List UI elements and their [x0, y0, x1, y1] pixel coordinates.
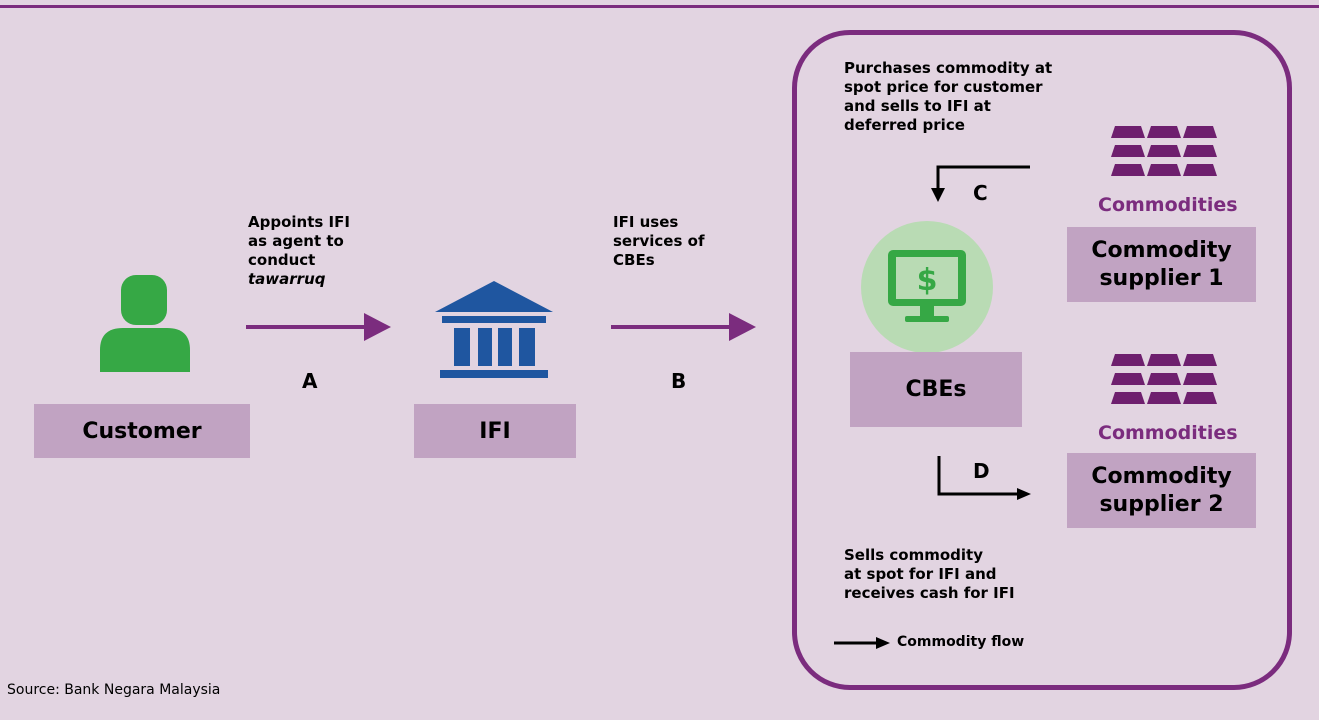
flow-b-line-2: services of [613, 232, 705, 250]
customer-label: Customer [82, 418, 202, 444]
cbes-box: CBEs [850, 352, 1022, 427]
flow-b-line-1: IFI uses [613, 213, 679, 231]
flow-a-letter: A [302, 369, 318, 393]
supplier-1-label: Commodity supplier 1 [1091, 237, 1232, 291]
flow-b-line-3: CBEs [613, 251, 655, 269]
flow-c-letter: C [973, 181, 988, 205]
supplier-2-box: Commodity supplier 2 [1067, 453, 1256, 528]
commodities-label-1: Commodities [1098, 194, 1238, 216]
flow-a-line-4: tawarruq [248, 270, 326, 288]
supplier-2-label: Commodity supplier 2 [1091, 463, 1232, 517]
customer-icon [95, 270, 195, 375]
flow-d-text: Sells commodity at spot for IFI and rece… [844, 546, 1015, 603]
legend-label: Commodity flow [897, 634, 1025, 650]
flow-b-arrow [611, 312, 757, 342]
legend-arrow [834, 636, 890, 650]
flow-d-line-2: at spot for IFI and [844, 565, 997, 583]
cbes-label: CBEs [905, 377, 967, 402]
supplier-1-box: Commodity supplier 1 [1067, 227, 1256, 302]
flow-a-arrow [246, 312, 392, 342]
cbe-frame [792, 30, 1292, 690]
flow-c-text: Purchases commodity at spot price for cu… [844, 59, 1052, 135]
customer-box: Customer [34, 404, 250, 458]
commodities-label-2: Commodities [1098, 422, 1238, 444]
flow-b-text: IFI uses services of CBEs [613, 213, 704, 270]
flow-d-line-3: receives cash for IFI [844, 584, 1015, 602]
ifi-box: IFI [414, 404, 576, 458]
top-rule [0, 5, 1319, 8]
gold-bars-icon [1111, 124, 1219, 184]
flow-a-line-1: Appoints IFI [248, 213, 350, 231]
flow-a-line-3: conduct [248, 251, 316, 269]
flow-a-text: Appoints IFI as agent to conduct tawarru… [248, 213, 350, 289]
flow-c-line-3: and sells to IFI at [844, 97, 991, 115]
ifi-label: IFI [479, 418, 511, 444]
flow-c-line-1: Purchases commodity at [844, 59, 1053, 77]
bank-icon [432, 278, 556, 386]
flow-d-letter: D [973, 459, 990, 483]
gold-bars-icon [1111, 352, 1219, 412]
flow-d-arrow [935, 456, 1035, 500]
svg-text:$: $ [917, 263, 938, 298]
flow-c-line-4: deferred price [844, 116, 965, 134]
computer-dollar-icon: $ [860, 220, 994, 354]
flow-c-line-2: spot price for customer [844, 78, 1043, 96]
flow-a-line-2: as agent to [248, 232, 344, 250]
flow-d-line-1: Sells commodity [844, 546, 983, 564]
source-note: Source: Bank Negara Malaysia [7, 682, 221, 698]
flow-c-arrow [928, 164, 1032, 204]
flow-b-letter: B [671, 369, 687, 393]
